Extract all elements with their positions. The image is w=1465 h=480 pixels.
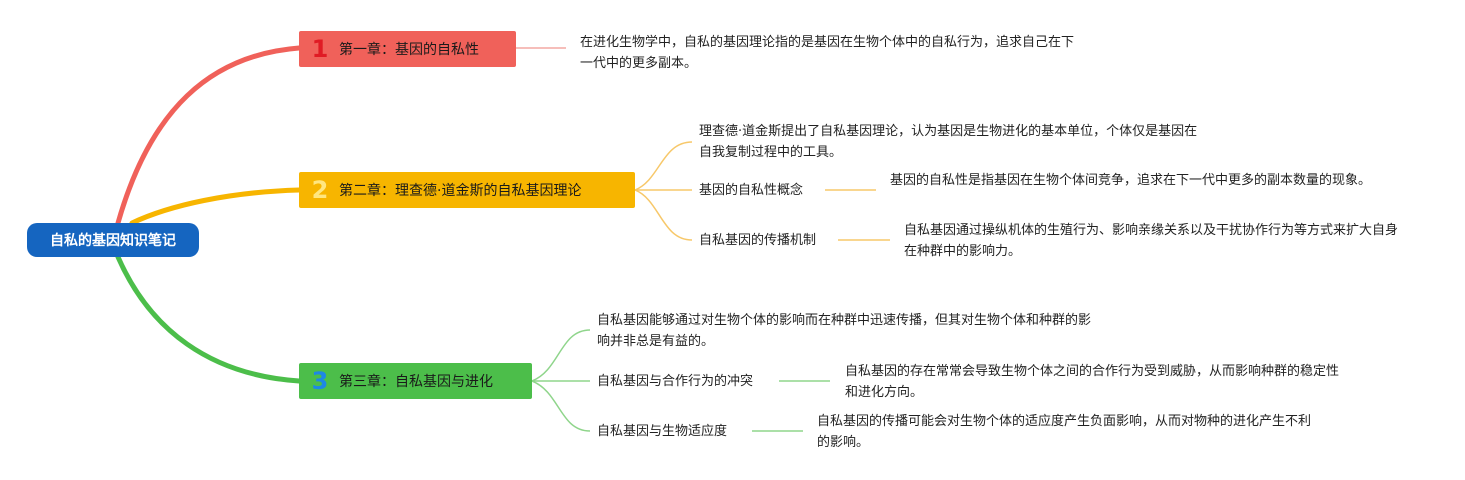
root-node[interactable]: 自私的基因知识笔记: [27, 223, 199, 257]
chapter-2-node[interactable]: 2 第二章：理查德·道金斯的自私基因理论: [299, 172, 635, 208]
chapter-3-subtopic-2-detail: 自私基因的传播可能会对生物个体的适应度产生负面影响，从而对物种的进化产生不利的影…: [817, 414, 1312, 450]
chapter-2-subtopic-2[interactable]: 自私基因的传播机制: [699, 233, 817, 248]
chapter-3-number-icon: 3: [311, 367, 329, 395]
chapter-2-description: 理查德·道金斯提出了自私基因理论，认为基因是生物进化的基本单位，个体仅是基因在自…: [699, 124, 1198, 160]
chapter-1-title: 第一章：基因的自私性: [339, 42, 479, 58]
chapter-3-subtopic-1[interactable]: 自私基因与合作行为的冲突: [597, 374, 754, 389]
chapter-1-number-icon: 1: [311, 35, 329, 63]
branch-ch3-sub2: [531, 380, 591, 432]
chapter-1-node[interactable]: 1 第一章：基因的自私性: [299, 31, 516, 67]
chapter-3-description: 自私基因能够通过对生物个体的影响而在种群中迅速传播，但其对生物个体和种群的影响并…: [597, 313, 1092, 349]
chapter-3-subtopic-1-detail: 自私基因的存在常常会导致生物个体之间的合作行为受到威胁，从而影响种群的稳定性和进…: [845, 364, 1340, 400]
branch-ch3-desc: [531, 329, 591, 382]
branch-ch2-sub2: [634, 189, 693, 241]
root-label: 自私的基因知识笔记: [50, 233, 176, 249]
chapter-2-subtopic-2-detail: 自私基因通过操纵机体的生殖行为、影响亲缘关系以及干扰协作行为等方式来扩大自身在种…: [904, 223, 1399, 259]
chapter-3-title: 第三章：自私基因与进化: [339, 374, 493, 390]
chapter-2-subtopic-1-detail: 基因的自私性是指基因在生物个体间竞争，追求在下一代中更多的副本数量的现象。: [890, 173, 1372, 188]
chapter-1-description: 在进化生物学中，自私的基因理论指的是基因在生物个体中的自私行为，追求自己在下一代…: [580, 35, 1075, 71]
chapter-2-title: 第二章：理查德·道金斯的自私基因理论: [339, 183, 582, 199]
branch-ch2-desc: [634, 141, 693, 191]
chapter-2-subtopic-1[interactable]: 基因的自私性概念: [699, 183, 804, 198]
branch-root-ch2: [129, 187, 302, 226]
chapter-3-subtopic-2[interactable]: 自私基因与生物适应度: [597, 424, 728, 439]
chapter-3-node[interactable]: 3 第三章：自私基因与进化: [299, 363, 532, 399]
branch-root-ch1: [115, 45, 302, 226]
branch-root-ch3: [115, 254, 302, 384]
chapter-2-number-icon: 2: [311, 176, 329, 204]
